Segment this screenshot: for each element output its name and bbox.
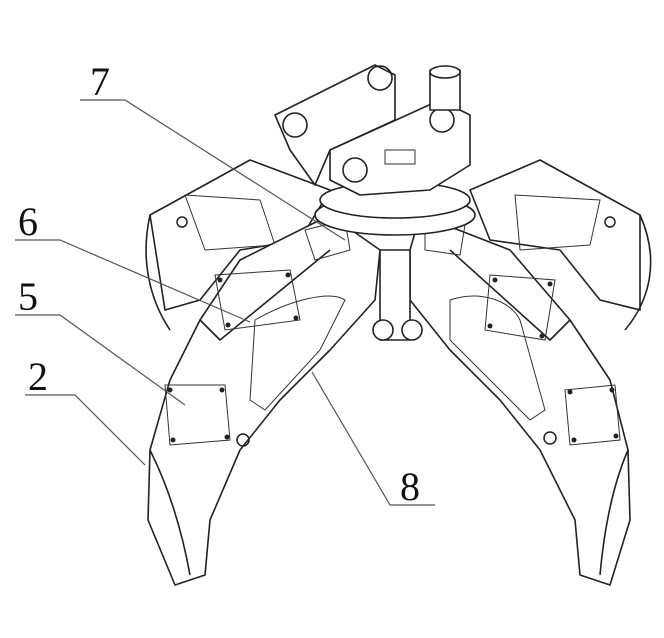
label-8: 8 — [400, 464, 420, 509]
label-2: 2 — [28, 354, 48, 399]
leader-7 — [80, 99, 346, 241]
leader-5 — [15, 314, 186, 406]
leader-lines — [15, 99, 435, 506]
bolts — [167, 216, 619, 447]
top-mount — [274, 64, 471, 196]
leader-8 — [311, 371, 435, 506]
label-7: 7 — [90, 59, 110, 104]
leader-2 — [25, 394, 146, 466]
rotator-hub — [314, 181, 476, 341]
label-6: 6 — [18, 199, 38, 244]
front-left-claw — [147, 214, 381, 586]
front-right-claw — [409, 214, 631, 586]
back-right-claw — [469, 159, 652, 331]
label-5: 5 — [18, 274, 38, 319]
leader-6 — [15, 239, 251, 323]
